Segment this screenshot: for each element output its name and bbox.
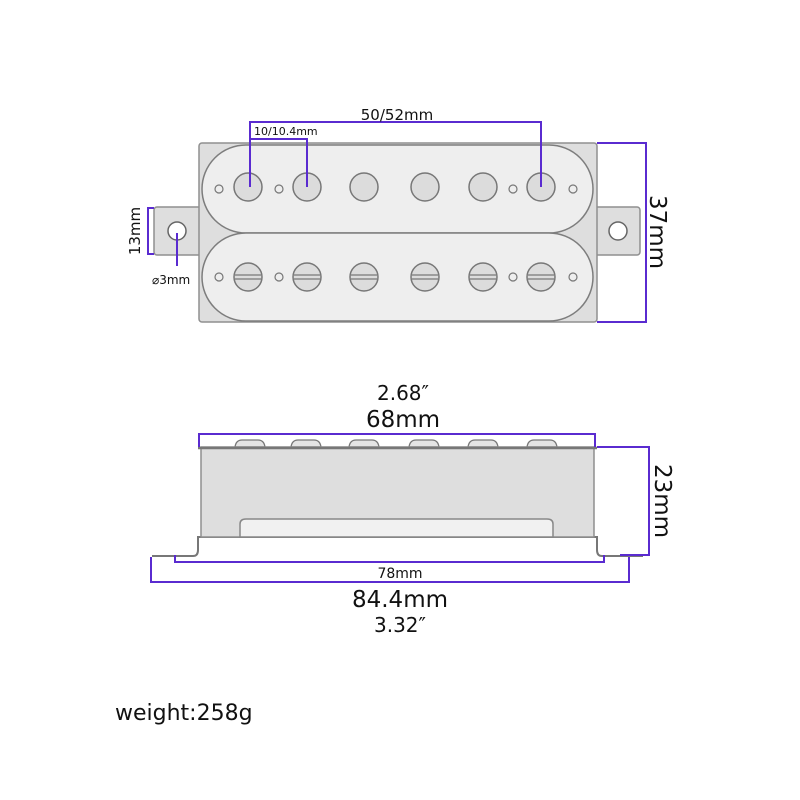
label-50-52mm: 50/52mm: [361, 106, 433, 124]
pole-top: [408, 439, 440, 448]
label-37mm: 37mm: [644, 195, 670, 269]
dim-line-50-52: [249, 121, 542, 187]
dim-line-23mm: [597, 446, 650, 556]
label-84-4mm: 84.4mm: [352, 587, 448, 613]
small-hole: [214, 184, 224, 194]
pole-piece: [233, 172, 263, 202]
label-13mm: 13mm: [126, 207, 144, 255]
small-hole: [274, 272, 284, 282]
screw-pole: [410, 262, 440, 292]
base-plate-side: [152, 536, 643, 557]
screw-pole: [468, 262, 498, 292]
dim-line-10-10-4: [251, 138, 308, 187]
pole-top: [234, 439, 266, 448]
small-hole: [274, 184, 284, 194]
dim-line-68mm: [198, 433, 596, 447]
dim-line-78mm: [174, 555, 605, 563]
side-pole-tops: [234, 439, 558, 448]
pole-piece: [410, 172, 440, 202]
side-dimensions: 2.68″ 68mm 23mm 78mm 84.4mm 3.32″: [150, 381, 675, 637]
label-68mm: 68mm: [366, 407, 440, 433]
label-23mm: 23mm: [649, 464, 675, 538]
right-tab-hole: [608, 221, 628, 241]
dim-line-84-4mm: [150, 557, 630, 583]
pole-top: [290, 439, 322, 448]
side-view: [152, 439, 643, 557]
small-hole: [568, 184, 578, 194]
dim-line-37mm: [597, 142, 647, 323]
screw-pole: [526, 262, 556, 292]
small-hole: [214, 272, 224, 282]
label-78mm: 78mm: [377, 566, 422, 582]
bottom-slot: [239, 518, 554, 538]
bottom-bobbin: [201, 232, 594, 322]
label-3-32in: 3.32″: [374, 613, 426, 637]
screw-pole: [349, 262, 379, 292]
top-dimensions: 50/52mm 10/10.4mm 13mm ⌀3mm 37mm: [126, 106, 670, 323]
screw-pole: [292, 262, 322, 292]
dim-line-13mm: [147, 207, 154, 255]
screw-pole: [233, 262, 263, 292]
small-hole: [508, 184, 518, 194]
pole-piece: [468, 172, 498, 202]
pole-top: [467, 439, 499, 448]
label-3mm: ⌀3mm: [152, 273, 190, 287]
weight-label: weight:258g: [115, 701, 253, 726]
pole-piece: [349, 172, 379, 202]
label-10-10-4mm: 10/10.4mm: [254, 125, 318, 138]
pole-top: [348, 439, 380, 448]
small-hole: [508, 272, 518, 282]
label-2-68in: 2.68″: [377, 381, 429, 405]
top-view: [153, 142, 641, 323]
small-hole: [568, 272, 578, 282]
pole-top: [526, 439, 558, 448]
